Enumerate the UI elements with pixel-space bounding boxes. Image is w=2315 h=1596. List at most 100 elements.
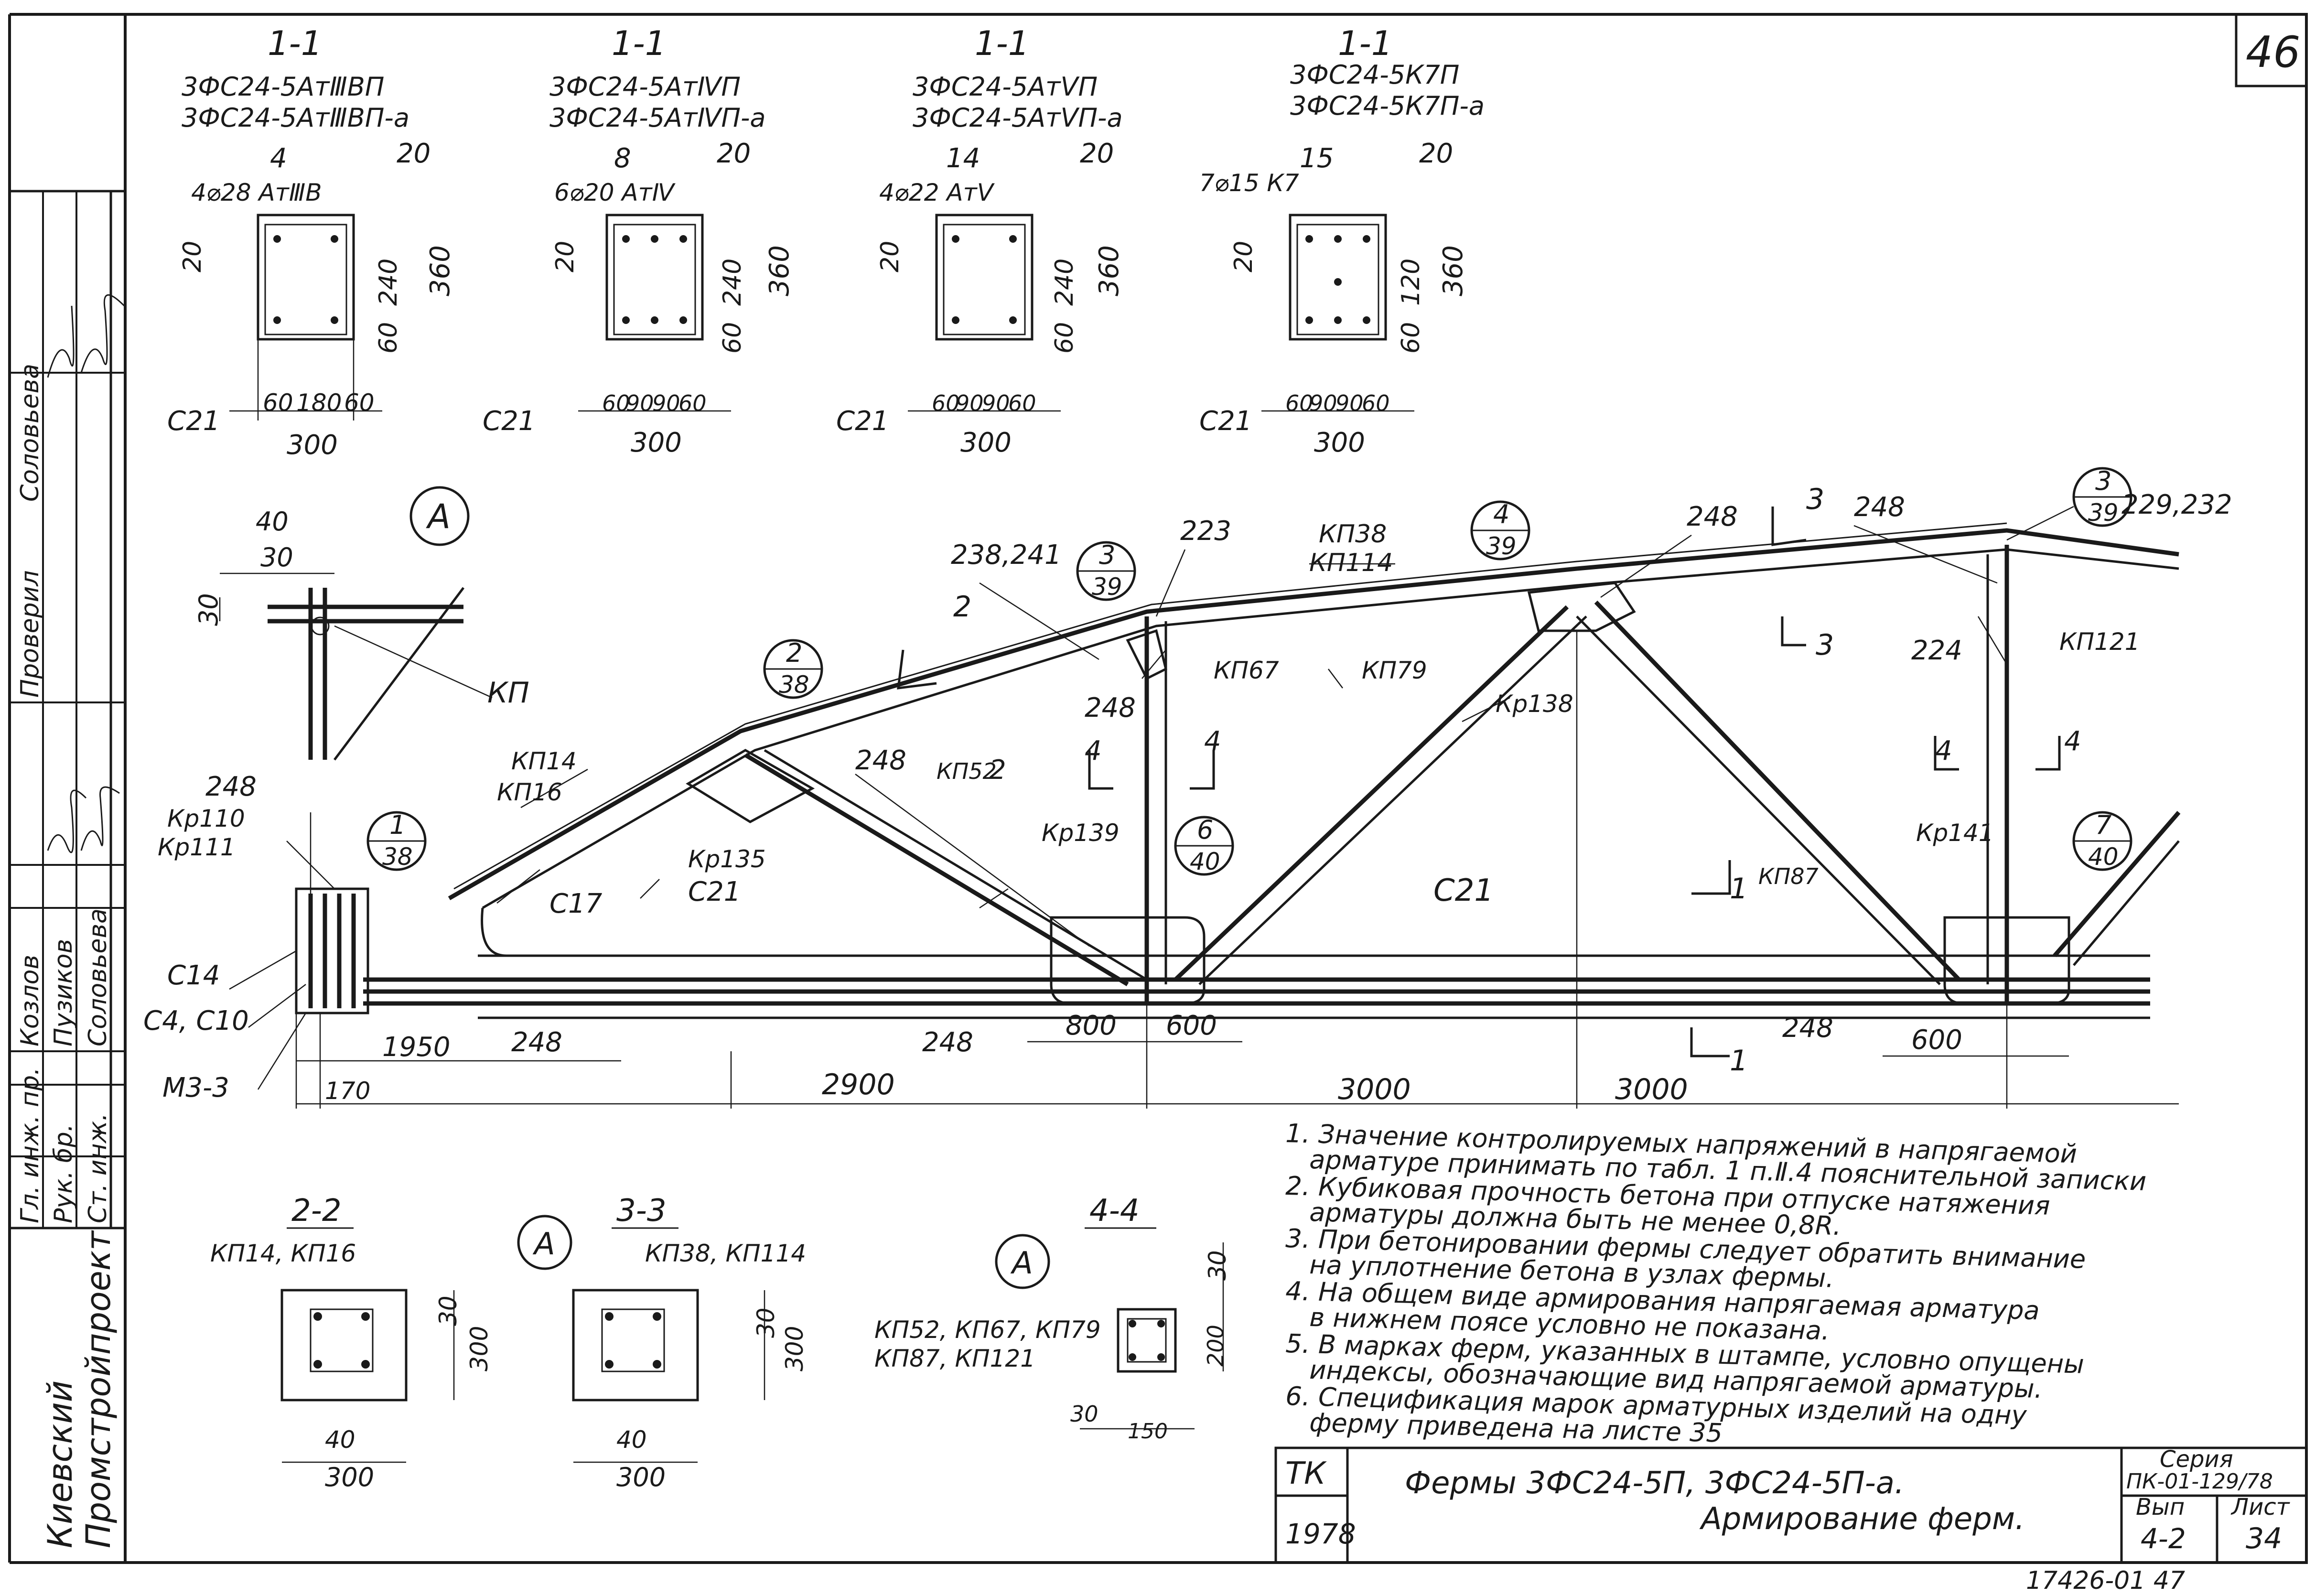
section-bars: 7⌀15 К7	[1199, 169, 1299, 197]
sheet-label: Лист	[2230, 1494, 2291, 1521]
label-223: 223	[1180, 516, 1231, 547]
label-224: 224	[1911, 635, 1962, 666]
series-value: ПК-01-129/78	[2126, 1469, 2273, 1494]
label-248-low2: 248	[922, 1027, 973, 1058]
s22-d40: 40	[325, 1426, 355, 1454]
bubble-6-40: 6 40	[1174, 815, 1234, 876]
section-width: 300	[960, 427, 1012, 458]
section-ext: 20	[1419, 138, 1453, 169]
issue-label: Вып	[2136, 1494, 2185, 1521]
section-pos: 4	[270, 143, 287, 174]
section-mesh: С21	[1199, 406, 1252, 437]
dim-600b: 600	[1911, 1024, 1962, 1056]
sheet-value: 34	[2246, 1522, 2282, 1555]
label-kp110: Кр110	[167, 805, 245, 832]
s22-marks: КП14, КП16	[210, 1240, 356, 1267]
cut-label-4d: 4	[2064, 726, 2081, 757]
section-3: 1-1 3ФС24-5АтⅤП 3ФС24-5АтⅤП-а 14 4⌀22 Ат…	[836, 24, 1125, 458]
title-line-2: Армирование ферм.	[1699, 1501, 2025, 1537]
label-kp138: Кр138	[1496, 690, 1573, 718]
dim-2900: 2900	[822, 1068, 895, 1101]
svg-text:40: 40	[1190, 848, 1220, 875]
section-bottom-1: 60	[1285, 390, 1314, 416]
section-dim-1: 20	[551, 241, 580, 272]
signature-2	[80, 786, 120, 851]
truss-elevation: 248 Кр110 Кр111 КП14 КП16 Кр135 С17 С21 …	[143, 466, 2232, 1109]
stamp-name-3: Соловьева	[84, 908, 112, 1046]
section-mesh: С21	[167, 406, 220, 437]
title-line-1: Фермы 3ФС24-5П, 3ФС24-5П-а.	[1405, 1466, 1904, 1501]
label-248-low1: 248	[511, 1027, 562, 1058]
label-kp16: КП16	[497, 778, 562, 806]
bubble-1-38: 1 38	[366, 810, 427, 871]
section-dim-2: 240	[718, 259, 747, 306]
svg-text:1: 1	[389, 810, 406, 840]
label-kp79: КП79	[1362, 657, 1427, 684]
stamp-role-5: Проверил	[16, 570, 44, 698]
section-title: 1-1	[268, 24, 322, 63]
svg-text:3: 3	[1099, 540, 1115, 570]
section-dim-1: 20	[178, 241, 207, 272]
bubble-4-39: 4 39	[1470, 499, 1530, 561]
cut-label-3b: 3	[1816, 628, 1834, 662]
stamp-name-1: Козлов	[16, 955, 44, 1046]
label-238: 238,241	[951, 539, 1062, 571]
section-2-2: 2-2 КП14, КП16 30 300 40 300	[210, 1193, 493, 1492]
label-c17: С17	[549, 888, 603, 919]
cut-label-2b: 2	[989, 755, 1006, 786]
s44-d200: 200	[1203, 1325, 1228, 1367]
s44-d30v: 30	[1204, 1250, 1231, 1281]
s44-d150: 150	[1128, 1419, 1168, 1444]
svg-text:7: 7	[2095, 810, 2111, 840]
section-bottom-3: 90	[982, 390, 1010, 416]
svg-text:4: 4	[1493, 499, 1509, 529]
section-dim-4: 360	[764, 245, 795, 296]
dim-3000a: 3000	[1338, 1073, 1411, 1106]
label-c21a: С21	[688, 876, 741, 907]
issue-value: 4-2	[2141, 1522, 2186, 1555]
s44-d30h: 30	[1070, 1401, 1098, 1427]
general-notes: 1. Значение контролируемых напряжений в …	[1285, 1118, 2147, 1448]
label-248-b: 248	[855, 745, 906, 776]
section-ext: 20	[1080, 138, 1114, 169]
section-bottom-3: 60	[344, 389, 375, 417]
section-bottom-1: 60	[602, 390, 630, 416]
svg-text:38: 38	[779, 671, 809, 699]
section-1: 1-1 3ФС24-5АтⅢВП 3ФС24-5АтⅢВП-а 4 4⌀28 А…	[167, 24, 456, 461]
cut-label-1: 1	[1730, 872, 1748, 906]
section-dim-3: 60	[1397, 322, 1425, 354]
cut-label-4c: 4	[1935, 735, 1952, 766]
label-248-top: 248	[205, 771, 257, 802]
section-bottom-4: 60	[678, 390, 707, 416]
bubble-3-39-left: 3 39	[1076, 540, 1136, 601]
section-ext: 20	[717, 138, 751, 169]
section-dim-1: 20	[876, 241, 904, 272]
section-mark-b: 3ФС24-5К7П-а	[1290, 91, 1485, 121]
left-stamp: Гл. инж. пр. Козлов Рук. бр. Пузиков Ст.…	[10, 190, 125, 1548]
section-dim-4: 360	[425, 245, 456, 296]
diagonal-2	[1174, 605, 1569, 981]
svg-text:40: 40	[2088, 843, 2119, 871]
section-mark-b: 3ФС24-5АтⅤП-а	[913, 103, 1123, 133]
label-kp139: Кр139	[1042, 819, 1120, 847]
section-dim-3: 60	[1050, 322, 1079, 354]
svg-text:39: 39	[1092, 573, 1122, 601]
sheet-frame: 46	[8, 13, 2308, 1564]
section-title: 1-1	[612, 24, 666, 63]
section-ext: 20	[397, 138, 431, 169]
detail-a-dim-40: 40	[256, 507, 289, 537]
cut-label-3: 3	[1806, 483, 1824, 516]
label-kp111: Кр111	[158, 833, 236, 861]
section-dim-1: 20	[1229, 241, 1258, 272]
label-248-mid: 248	[1687, 501, 1738, 532]
svg-text:38: 38	[382, 843, 413, 871]
stamp-name-5: Соловьева	[16, 364, 44, 502]
label-c14: С14	[167, 960, 220, 991]
sheet-corner-number: 46	[2246, 27, 2301, 77]
label-kp135: Кр135	[688, 845, 766, 873]
section-dim-3: 60	[374, 322, 403, 354]
section-bottom-4: 60	[1008, 390, 1036, 416]
detail-a: А 40 30 30 КП	[194, 486, 529, 761]
bubble-a-2: А	[995, 1234, 1050, 1289]
section-dim-4: 360	[1438, 245, 1469, 296]
